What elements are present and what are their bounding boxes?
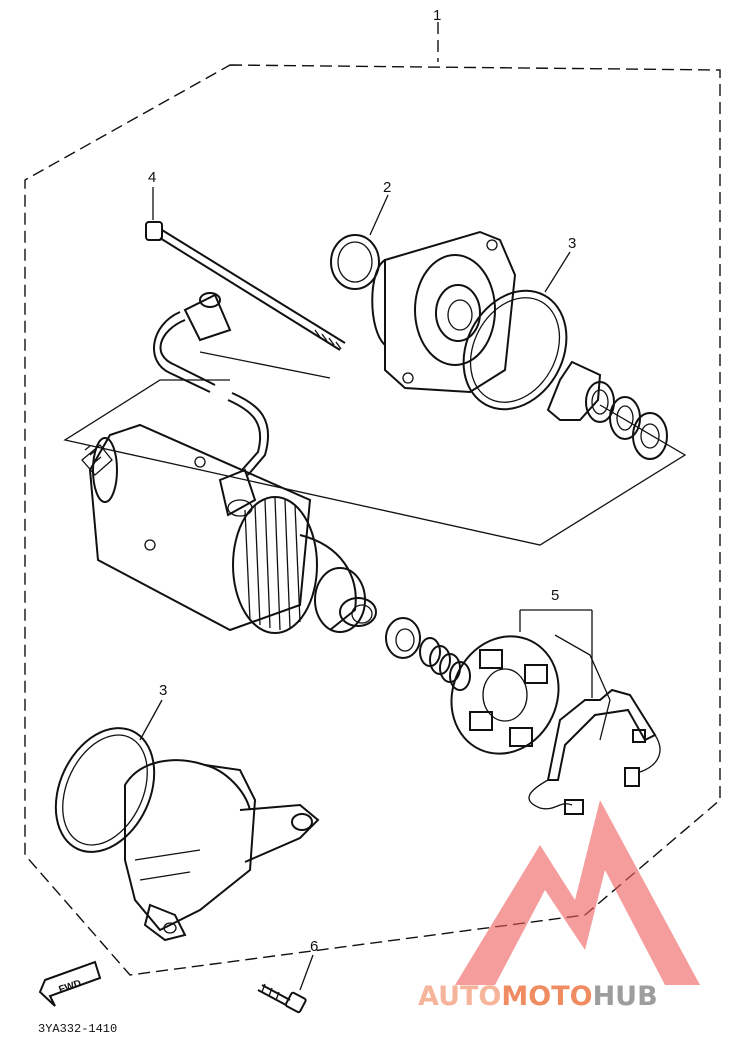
watermark-brand-moto: MOTO (501, 981, 592, 1012)
small-washer (385, 617, 421, 659)
part-2-o-ring (330, 194, 389, 290)
watermark-brand-auto: AUTO (418, 981, 501, 1012)
part-6-mounting-bolt (257, 954, 314, 1014)
part-5-brush-holder (450, 609, 661, 815)
watermark-brand-hub: HUB (593, 981, 658, 1012)
callout-3-upper: 3 (568, 235, 576, 252)
motor-subassembly-frame (63, 351, 687, 546)
rear-cover (124, 759, 320, 942)
starter-motor-body (81, 423, 377, 634)
watermark-logo (455, 800, 700, 985)
fwd-label: FWD (58, 978, 83, 996)
callout-3-lower: 3 (159, 682, 167, 699)
callout-2: 2 (383, 179, 391, 196)
starter-lead-wire (153, 292, 270, 517)
watermark-logo-mark (455, 800, 700, 985)
part-3-lower-o-ring (54, 699, 163, 853)
part-3-upper-o-ring (462, 251, 571, 411)
fwd-direction-badge: FWD (38, 960, 102, 1007)
washer-stack (546, 360, 668, 460)
watermark-brand: AUTOMOTOHUB (418, 981, 658, 1012)
diagram-code: 3YA332-1410 (38, 1022, 117, 1036)
callout-5: 5 (551, 587, 559, 604)
callout-1: 1 (433, 7, 441, 24)
assembly-boundary (24, 22, 721, 976)
part-4-through-bolt (145, 187, 346, 351)
callout-4: 4 (148, 169, 156, 186)
callout-6: 6 (310, 938, 318, 955)
